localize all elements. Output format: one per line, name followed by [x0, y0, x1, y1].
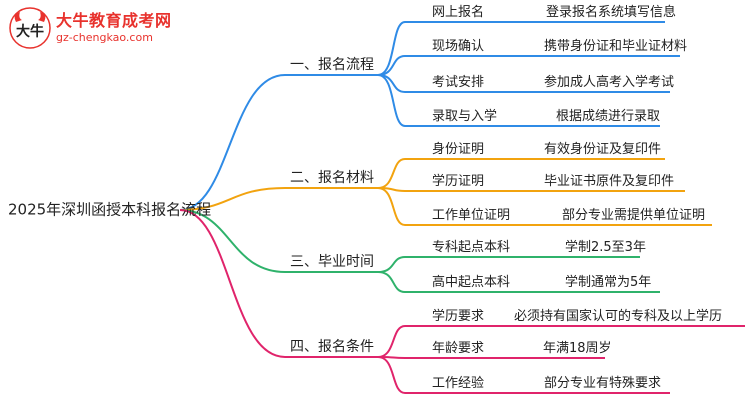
logo-brand-text: 大牛教育成考网: [56, 11, 172, 30]
leaf-value-label: 部分专业有特殊要求: [544, 376, 661, 391]
leaf-connector: [377, 271, 660, 293]
leaf-connector: [377, 187, 712, 226]
leaf-key-label: 考试安排: [432, 75, 484, 90]
leaf-connector: [377, 74, 660, 127]
leaf-value-label: 部分专业需提供单位证明: [562, 207, 705, 223]
leaf-connector: [377, 21, 665, 76]
leaf-value-label: 必须持有国家认可的专科及以上学历: [514, 308, 722, 324]
leaf-connector: [377, 256, 640, 273]
leaf-connector: [377, 356, 670, 394]
leaf-key-label: 工作经验: [432, 375, 484, 391]
logo-mark-text: 大牛: [16, 23, 44, 40]
leaf-value-label: 学制通常为5年: [565, 274, 651, 290]
branch-connector: [179, 209, 378, 273]
leaf-value-label: 登录报名系统填写信息: [546, 4, 676, 20]
branch-connector: [179, 187, 378, 211]
branch-connector: [179, 74, 378, 211]
leaf-connector: [377, 356, 605, 359]
leaf-value-label: 携带身份证和毕业证材料: [544, 38, 687, 54]
leaf-value-label: 年满18周岁: [543, 341, 612, 356]
leaf-value-label: 有效身份证及复印件: [544, 141, 661, 157]
leaf-connector: [377, 158, 665, 189]
leaf-key-label: 专科起点本科: [432, 240, 510, 255]
leaf-connector: [377, 325, 745, 358]
leaf-key-label: 学历证明: [432, 173, 484, 189]
site-logo: 大牛 大牛教育成考网 gz-chengkao.com: [8, 6, 188, 52]
root-node-label: 2025年深圳函授本科报名流程: [8, 201, 211, 219]
leaf-connector: [377, 55, 680, 76]
logo-url-text: gz-chengkao.com: [56, 31, 153, 44]
branch-node-label: 二、报名材料: [290, 170, 374, 186]
leaf-key-label: 现场确认: [432, 39, 484, 54]
leaf-value-label: 学制2.5至3年: [565, 239, 646, 255]
leaf-key-label: 录取与入学: [432, 108, 497, 124]
leaf-key-label: 年龄要求: [432, 341, 484, 356]
leaf-value-label: 根据成绩进行录取: [556, 109, 660, 124]
leaf-key-label: 高中起点本科: [432, 274, 510, 290]
branch-node-label: 一、报名流程: [290, 57, 374, 73]
branch-connector: [179, 209, 378, 358]
leaf-value-label: 毕业证书原件及复印件: [544, 174, 674, 189]
bull-logo-icon: 大牛: [9, 7, 51, 49]
leaf-key-label: 网上报名: [432, 4, 484, 20]
leaf-key-label: 工作单位证明: [432, 208, 510, 223]
mindmap-nodes: 2025年深圳函授本科报名流程 一、报名流程 网上报名 登录报名系统填写信息现场确认…: [8, 4, 722, 391]
leaf-value-label: 参加成人高考入学考试: [544, 74, 674, 90]
branch-node-label: 四、报名条件: [290, 338, 374, 355]
leaf-key-label: 学历要求: [432, 308, 484, 324]
branch-node-label: 三、毕业时间: [290, 254, 374, 270]
leaf-key-label: 身份证明: [432, 141, 484, 157]
mindmap-edges: [179, 21, 745, 394]
